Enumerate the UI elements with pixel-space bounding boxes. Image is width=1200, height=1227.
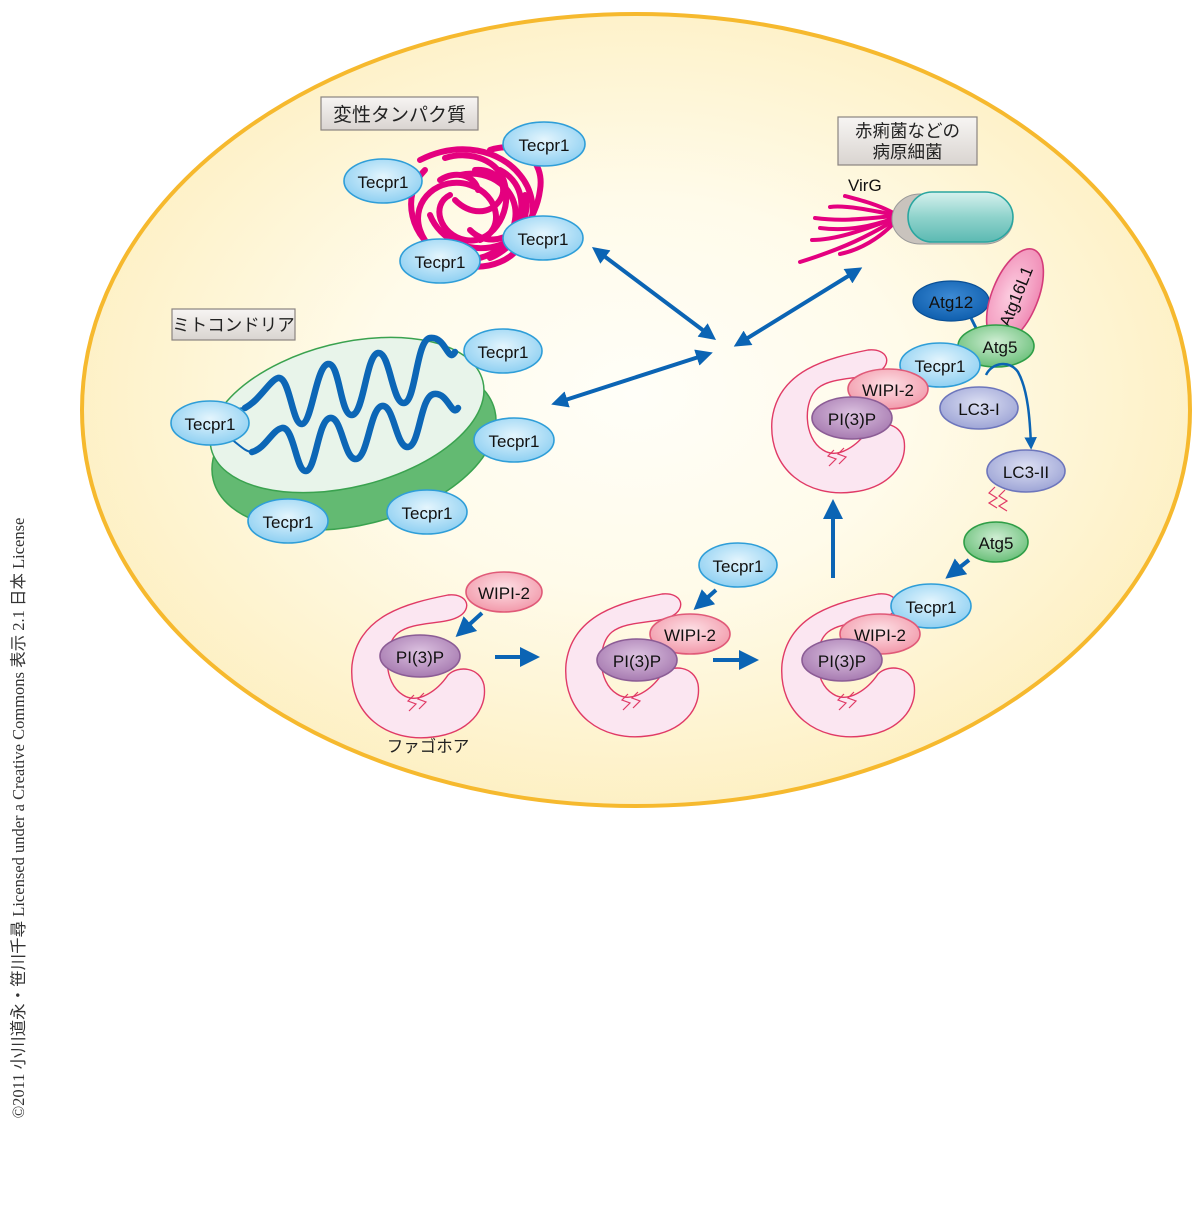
tecpr1-label: Tecpr1	[414, 253, 465, 272]
tecpr1-stage3: Tecpr1	[890, 583, 972, 629]
atg16l1: Atg16L1	[985, 248, 1045, 344]
virg-label: VirG	[848, 176, 882, 195]
atg5-label: Atg5	[979, 534, 1014, 553]
double-arrow-mitochondria	[551, 349, 713, 408]
double-arrow-aggregate	[591, 246, 717, 341]
pi3p-label: PI(3)P	[613, 652, 661, 671]
atg5-stage3: Atg5	[963, 521, 1029, 563]
arrow-lc3-conversion	[984, 362, 1037, 450]
label-box-pathogen: 赤痢菌などの 病原細菌	[837, 116, 978, 166]
pi3p-stage1: PI(3)P	[379, 634, 461, 678]
atg5-label: Atg5	[983, 338, 1018, 357]
tecpr1-label: Tecpr1	[488, 432, 539, 451]
tecpr1-label: Tecpr1	[184, 415, 235, 434]
lc3-ii: LC3-II	[986, 449, 1066, 512]
tecpr1-label: Tecpr1	[712, 557, 763, 576]
tecpr1-mito-5: Tecpr1	[386, 489, 468, 535]
tecpr1-aggregate-4: Tecpr1	[399, 238, 481, 284]
pi3p-stage4: PI(3)P	[811, 396, 893, 440]
tecpr1-label: Tecpr1	[518, 136, 569, 155]
label-box-denatured-protein: 変性タンパク質	[320, 96, 479, 131]
lc3-i: LC3-I	[939, 386, 1019, 430]
pi3p-label: PI(3)P	[396, 648, 444, 667]
phagophore-stage-4: Atg12 Atg16L1 Atg5 Tecpr1 WIPI-2 PI(3)P …	[771, 248, 1066, 512]
arrow-atg5-to-tecpr1	[945, 558, 971, 579]
actin-tail-icon	[798, 194, 897, 264]
mitochondrion-icon	[209, 334, 497, 531]
denatured-protein-group: 変性タンパク質 Tecpr1 Tecpr1 Tecpr1 Tecpr1	[320, 96, 586, 284]
phagophore-stage-2: Tecpr1 WIPI-2 PI(3)P	[565, 542, 778, 738]
bacterium-icon	[891, 191, 1014, 245]
wipi2-label: WIPI-2	[862, 381, 914, 400]
phagophore-label: ファゴホア	[387, 736, 470, 756]
pi3p-label: PI(3)P	[828, 410, 876, 429]
lipid-anchor-icon	[987, 486, 999, 509]
label-box-mitochondria: ミトコンドリア	[171, 308, 296, 341]
mitochondria-group: ミトコンドリア Tecpr1 Tecpr1 Tecpr1 Tecpr1	[170, 308, 555, 544]
wipi2-label: WIPI-2	[854, 626, 906, 645]
wipi2-label: WIPI-2	[478, 584, 530, 603]
tecpr1-mito-1: Tecpr1	[463, 328, 543, 374]
autophagy-diagram: 変性タンパク質 Tecpr1 Tecpr1 Tecpr1 Tecpr1	[80, 12, 1192, 808]
diagram-canvas: 変性タンパク質 Tecpr1 Tecpr1 Tecpr1 Tecpr1	[9, 12, 1192, 1118]
phagophore-stage-3: Atg5 Tecpr1 WIPI-2 PI(3)P	[781, 521, 1029, 738]
lc3-i-label: LC3-I	[958, 400, 1000, 419]
tecpr1-mito-3: Tecpr1	[473, 417, 555, 463]
lc3-ii-label: LC3-II	[1003, 463, 1049, 482]
double-arrow-pathogen	[733, 267, 863, 347]
atg12: Atg12	[912, 280, 990, 322]
tecpr1-mito-2: Tecpr1	[170, 400, 250, 446]
atg12-label: Atg12	[929, 293, 973, 312]
wipi2-label: WIPI-2	[664, 626, 716, 645]
tecpr1-label: Tecpr1	[517, 230, 568, 249]
pathogen-group: 赤痢菌などの 病原細菌 VirG	[798, 116, 1014, 264]
wipi2-stage1: WIPI-2	[465, 571, 543, 613]
pi3p-stage3: PI(3)P	[801, 638, 883, 682]
tecpr1-label: Tecpr1	[262, 513, 313, 532]
central-arrows	[551, 246, 863, 408]
tecpr1-label: Tecpr1	[477, 343, 528, 362]
lipid-anchor-icon	[997, 489, 1009, 512]
tecpr1-aggregate-1: Tecpr1	[502, 121, 586, 167]
tecpr1-aggregate-3: Tecpr1	[502, 215, 584, 261]
pathogen-label-line1: 赤痢菌などの	[855, 121, 960, 141]
tecpr1-mito-4: Tecpr1	[247, 498, 329, 544]
arrow-tecpr1-to-wipi2	[693, 588, 718, 610]
license-text: ©2011 小川道永・笹川千尋 Licensed under a Creativ…	[9, 517, 28, 1119]
tecpr1-label: Tecpr1	[401, 504, 452, 523]
tecpr1-label: Tecpr1	[914, 357, 965, 376]
arrow-wipi2-to-pi3p	[455, 611, 484, 638]
mitochondria-label: ミトコンドリア	[172, 315, 295, 335]
wipi2-stage2: WIPI-2	[649, 613, 731, 655]
tecpr1-stage2: Tecpr1	[698, 542, 778, 588]
pathogen-label-line2: 病原細菌	[873, 142, 943, 162]
pi3p-stage2: PI(3)P	[596, 638, 678, 682]
pi3p-label: PI(3)P	[818, 652, 866, 671]
tecpr1-aggregate-2: Tecpr1	[343, 158, 423, 204]
denatured-protein-label: 変性タンパク質	[333, 104, 466, 126]
tecpr1-label: Tecpr1	[905, 598, 956, 617]
phagophore-stage-1: WIPI-2 PI(3)P ファゴホア	[351, 571, 543, 756]
tecpr1-label: Tecpr1	[357, 173, 408, 192]
tecpr1-complex: Tecpr1	[899, 342, 981, 388]
